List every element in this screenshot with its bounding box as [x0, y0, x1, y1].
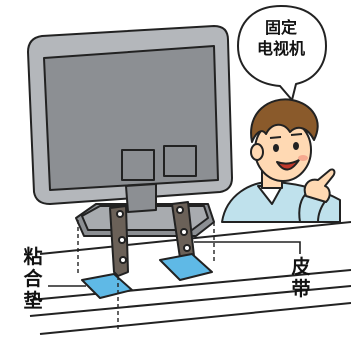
speech-bubble: [237, 5, 327, 101]
boy-figure: [221, 98, 341, 223]
boy-eyebrows: [269, 133, 303, 139]
leader-strap: [194, 241, 301, 254]
speech-bubble-line-2: 电视机: [256, 39, 305, 58]
tv-body: [27, 25, 233, 213]
leader-lines: [48, 241, 301, 287]
label-adhesive-pad-char-3: 垫: [23, 290, 43, 312]
pad-left: [81, 273, 133, 299]
table-top-back-edge: [39, 221, 351, 255]
boy-hand: [303, 168, 336, 203]
strap-right-screw-3: [183, 244, 191, 252]
strap-right-screw-2: [180, 228, 188, 236]
boy-right-eye: [293, 142, 299, 150]
label-adhesive-pad-char-1: 粘: [23, 246, 43, 268]
strap-left-screw-3: [119, 256, 127, 264]
dashed-guides: [77, 220, 215, 330]
table-shelf-edge: [39, 302, 351, 335]
pad-right: [159, 253, 213, 281]
label-adhesive-pad-char-2: 合: [23, 268, 43, 290]
boy-cheek: [298, 155, 308, 161]
straps: [109, 201, 195, 277]
tv-back-plate-right: [163, 145, 197, 177]
label-strap-char-1: 皮: [291, 256, 311, 278]
label-adhesive-pad: 粘 合 垫: [22, 246, 44, 312]
table-lines: [29, 221, 351, 335]
boy-hair: [250, 98, 319, 143]
speech-bubble-line-1: 固定: [264, 18, 297, 37]
strap-left-screw-2: [118, 236, 126, 244]
table-front-edge-lower: [29, 285, 351, 317]
boy-ear: [250, 143, 264, 161]
strap-right-screw-1: [176, 206, 184, 214]
boy-left-eye: [273, 144, 279, 152]
label-strap: 皮 带: [290, 256, 312, 300]
speech-bubble-text: 固定 电视机: [244, 17, 318, 59]
adhesive-pads: [81, 253, 213, 299]
strap-left-screw-1: [116, 210, 124, 218]
tv-neck: [125, 183, 157, 213]
tv-back-plate-left: [121, 149, 155, 181]
boy-mouth: [276, 159, 300, 171]
table-top-front-edge: [29, 269, 351, 301]
label-strap-char-2: 带: [291, 278, 311, 300]
speech-bubble-shape: [237, 5, 327, 101]
